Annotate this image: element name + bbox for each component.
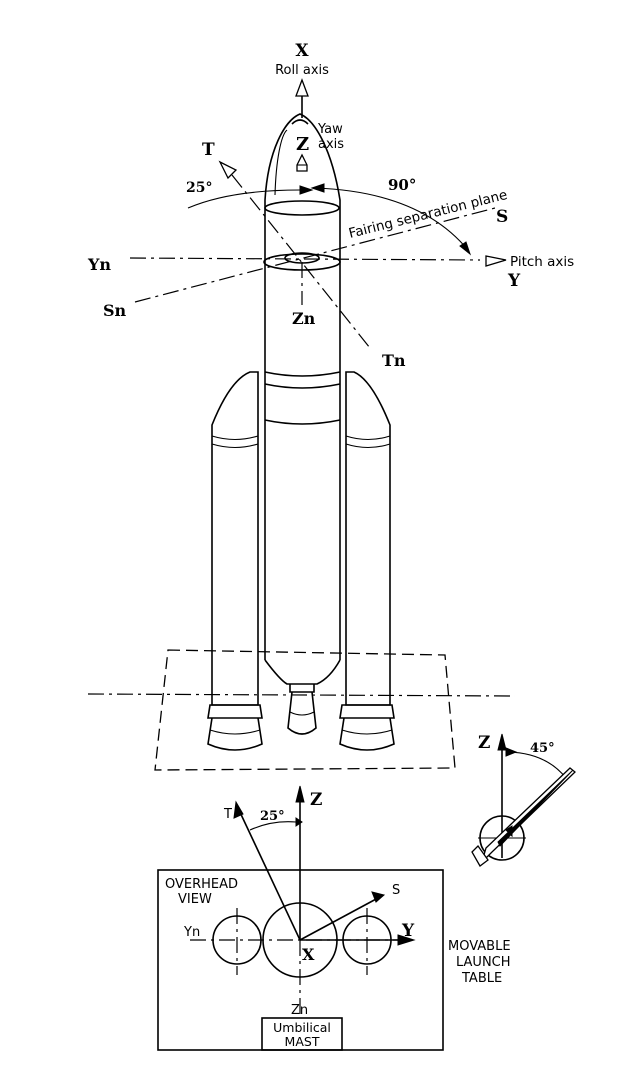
core-lower-taper (264, 659, 341, 685)
yaw-z-label: Z (296, 134, 309, 155)
overhead-s-arrowhead (371, 891, 386, 903)
overhead-view (157, 785, 444, 1051)
core-band-2 (264, 383, 341, 389)
overhead-25-label: 25° (260, 809, 285, 824)
s-label: S (496, 207, 508, 227)
detail-45-arrowhead (505, 747, 518, 757)
angle-90-arc (315, 187, 469, 251)
umbilical-mast-box (261, 1017, 343, 1051)
overhead-t-axis (237, 807, 301, 941)
detail-blade-tail (471, 844, 489, 867)
overhead-t-arrowhead (233, 800, 244, 819)
overhead-z-arrowhead (295, 785, 305, 803)
yn-y-axis-line (129, 257, 481, 261)
tn-label: Tn (382, 351, 406, 370)
pitch-axis-label: Pitch axis (510, 254, 574, 270)
yn-label: Yn (87, 255, 111, 274)
table-centerline (87, 693, 516, 697)
core-band-1 (264, 371, 341, 377)
table-label-3: TABLE (461, 971, 502, 986)
yaw-axis-arrow (296, 153, 308, 172)
right-booster (339, 371, 395, 751)
table-label-1: MOVABLE (448, 939, 511, 954)
roll-x-label: X (295, 41, 309, 61)
detail-45-drawing (471, 733, 576, 867)
left-booster (207, 371, 263, 751)
overhead-25-arc (249, 821, 297, 831)
detail-45-label: 45° (530, 741, 555, 756)
overhead-yn-label: Yn (183, 925, 200, 940)
t-tn-axis-line (231, 174, 371, 349)
core-engine-mount (289, 684, 315, 693)
overhead-t-label: T (223, 807, 232, 822)
t-label: T (202, 140, 215, 160)
y-label: Y (507, 271, 521, 291)
overhead-z-label: Z (310, 790, 322, 810)
table-label-2: LAUNCH (456, 955, 511, 970)
fairing-ring-upper (264, 200, 340, 216)
mast-label: MAST (285, 1034, 320, 1049)
angle-90-arrowhead-left (310, 183, 325, 193)
zn-label: Zn (292, 309, 316, 328)
fairing-inner-edge (274, 129, 288, 196)
overhead-title-1: OVERHEAD (165, 877, 238, 892)
t-axis-arrow (218, 160, 238, 180)
core-band-3 (264, 419, 341, 425)
angle-25-arc (187, 189, 301, 209)
detail-blade-edge (497, 769, 574, 847)
umbilical-label: Umbilical (273, 1020, 331, 1035)
core-nozzle (287, 691, 317, 735)
overhead-s-label: S (392, 883, 400, 898)
detail-z-arrowhead (497, 733, 507, 751)
roll-axis-label: Roll axis (275, 63, 329, 78)
overhead-y-label: Y (401, 921, 415, 941)
detail-z-label: Z (478, 733, 490, 753)
yaw-axis-label-2: axis (318, 137, 344, 152)
sn-label: Sn (103, 301, 127, 320)
overhead-x-label: X (302, 945, 315, 964)
sn-s-axis-line (134, 207, 496, 303)
overhead-y-arrowhead (397, 934, 416, 946)
core-nozzle-ring (289, 711, 315, 716)
yaw-axis-label-1: Yaw (317, 122, 343, 137)
angle-90-arrowhead-right (459, 241, 472, 256)
overhead-25-arrowhead (295, 817, 303, 827)
launcher-drawing (87, 78, 516, 771)
pitch-axis-arrow (485, 255, 507, 267)
fairing-tip (291, 119, 309, 125)
angle-90-label: 90° (388, 176, 416, 194)
overhead-title-2: VIEW (178, 892, 212, 907)
overhead-zn-label: Zn (291, 1003, 308, 1018)
roll-axis-arrow (295, 78, 309, 118)
angle-25-arrowhead (299, 185, 314, 195)
fairing-nose (264, 113, 341, 262)
detail-center-mark (505, 825, 513, 838)
launch-table-outline (154, 649, 456, 771)
overhead-s-axis (299, 897, 379, 941)
angle-25-label: 25° (186, 180, 212, 196)
